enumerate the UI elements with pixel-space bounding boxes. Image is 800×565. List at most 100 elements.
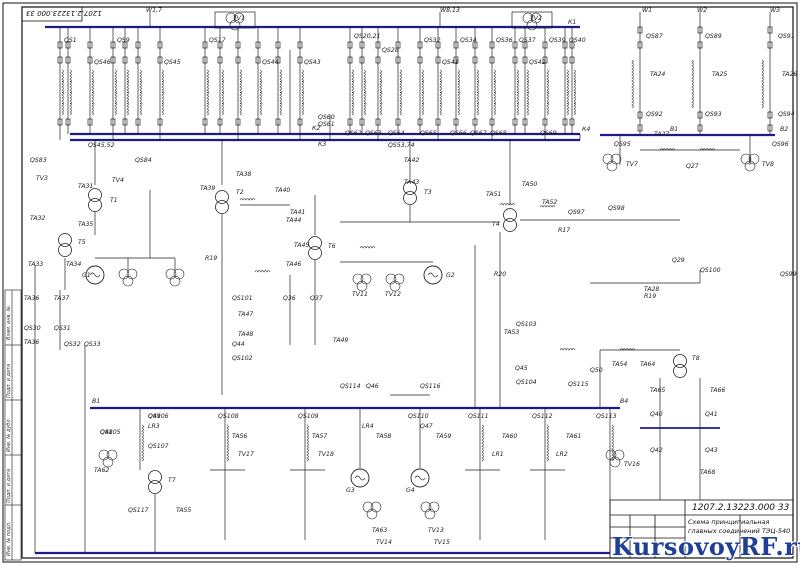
lower-labels-item: TA59 (436, 433, 452, 440)
tv-box (511, 11, 553, 29)
upper-right-labels-item: QS92 (646, 111, 663, 118)
tr-t1: T1 (110, 197, 118, 204)
feeder-bay (202, 27, 209, 134)
upper-right-labels-item: QS89 (705, 33, 722, 40)
watermark: KursovoyRF.ru (612, 532, 800, 561)
tr-t7: T7 (168, 477, 176, 484)
feeder-bays (57, 11, 576, 140)
feeder-bay (522, 27, 529, 134)
bus-label-b4-low: В4 (620, 398, 629, 405)
bus-label-b1: В1 (670, 126, 679, 133)
right-labels-item: TA52 (542, 199, 558, 206)
right-labels-item: QS104 (516, 379, 537, 386)
lower-labels-item: QS108 (218, 413, 239, 420)
feeder-bay (255, 27, 262, 134)
switch-label: QS46 (94, 59, 111, 66)
lower-right-labels-item: Q40 (650, 411, 663, 418)
feeder-bay (569, 27, 576, 134)
left-labels-item: TA36 (24, 295, 40, 302)
center-labels-item: R19 (205, 255, 218, 262)
tr-t4: T4 (492, 221, 500, 228)
right-labels-item: TA54 (612, 361, 628, 368)
switch-label: QS42 (529, 59, 546, 66)
center-labels-item: TA48 (238, 331, 254, 338)
upper-right-labels-item: QS95 (614, 141, 631, 148)
feeder-bay (472, 27, 479, 134)
right-labels-item: TA53 (504, 329, 520, 336)
mid-labels-item: QS64 (388, 130, 405, 137)
upper-right-labels-item: TA26 (782, 71, 798, 78)
feeder-bay (57, 27, 64, 140)
line-w3: W3 (770, 7, 781, 14)
lower-labels-item: TA61 (566, 433, 582, 440)
right-labels-item: R19 (644, 293, 657, 300)
mid-labels-item: QS62 (345, 130, 362, 137)
lower-labels-item: TA58 (376, 433, 392, 440)
lower-labels-item: TA63 (372, 527, 388, 534)
switch-label: QS9 (117, 37, 130, 44)
left-labels-item: TA37 (54, 295, 70, 302)
gen-g3: G3 (346, 487, 355, 494)
mid-labels-item: QS53,74 (388, 142, 415, 149)
title-block-subtitle: главных соединений ТЭЦ-540 (688, 527, 791, 535)
upper-right-labels-item: TA27 (654, 131, 670, 138)
line-bay (691, 12, 703, 135)
switch-label: QS43 (304, 59, 321, 66)
feeder-bay (65, 27, 72, 134)
upper-right-labels-item: TA25 (712, 71, 728, 78)
upper-right-labels-item: QS94 (778, 111, 795, 118)
lower-right-labels-item: TA68 (700, 469, 716, 476)
switch-label: QS28 (382, 47, 399, 54)
lower-labels-item: TA60 (502, 433, 518, 440)
tr-t2: T2 (236, 189, 244, 196)
bus-label-b1-low: В1 (92, 398, 101, 405)
feeder-bay (489, 27, 496, 140)
switch-label: QS44 (262, 59, 279, 66)
mid-labels-item: QS45,52 (88, 142, 115, 149)
left-labels-item: QS84 (135, 157, 152, 164)
upper-right-labels-item: QS91 (778, 33, 795, 40)
bus-label-b2: В2 (780, 126, 789, 133)
line-bay (761, 12, 773, 135)
upper-right-labels-item: TV8 (762, 161, 774, 168)
center-labels-item: TA45 (294, 242, 310, 249)
left-labels-item: QS32 (64, 341, 81, 348)
lower-labels-item: Q48 (100, 429, 113, 436)
feeder-bay (562, 27, 569, 134)
center-labels-item: TA47 (238, 311, 254, 318)
right-labels-item: Q29 (672, 257, 685, 264)
switch-label: QS32 (424, 37, 441, 44)
right-line-bays (631, 12, 773, 135)
center-labels-item: Q36 (283, 295, 296, 302)
mid-labels-item: QS60 (318, 114, 335, 121)
title-block-code: 1207.2.13223.000 33 (692, 503, 790, 513)
gen-g4: G4 (406, 487, 415, 494)
gen-g1: G1 (82, 272, 91, 279)
feeder-bay (87, 27, 94, 134)
inner-frame (21, 6, 794, 559)
mid-labels-item: QS63 (365, 130, 382, 137)
lower-labels-item: QS109 (298, 413, 319, 420)
lower-labels-item: QS114 (340, 383, 361, 390)
center-labels-item: TA40 (275, 187, 291, 194)
upper-right-labels-item: TV7 (626, 161, 638, 168)
right-labels-item: R20 (494, 271, 507, 278)
lower-labels-item: Q47 (420, 423, 433, 430)
left-labels-item: QS33 (84, 341, 101, 348)
switch-label: QS34 (460, 37, 477, 44)
lower-labels-item: LR3 (148, 423, 160, 430)
lower-labels-item: QS112 (532, 413, 553, 420)
lower-right-labels-item: Q50 (590, 367, 603, 374)
right-labels-item: QS99 (780, 271, 797, 278)
switch-label: QS41 (442, 59, 459, 66)
right-labels-item: QS98 (608, 205, 625, 212)
lower-labels-item: TV17 (238, 451, 254, 458)
mid-labels-item: QS68 (490, 130, 507, 137)
feeder-bay (297, 27, 304, 140)
mid-labels-item: QS66 (450, 130, 467, 137)
line-w2: W2 (697, 7, 708, 14)
lower-right-labels-item: Q42 (650, 447, 663, 454)
